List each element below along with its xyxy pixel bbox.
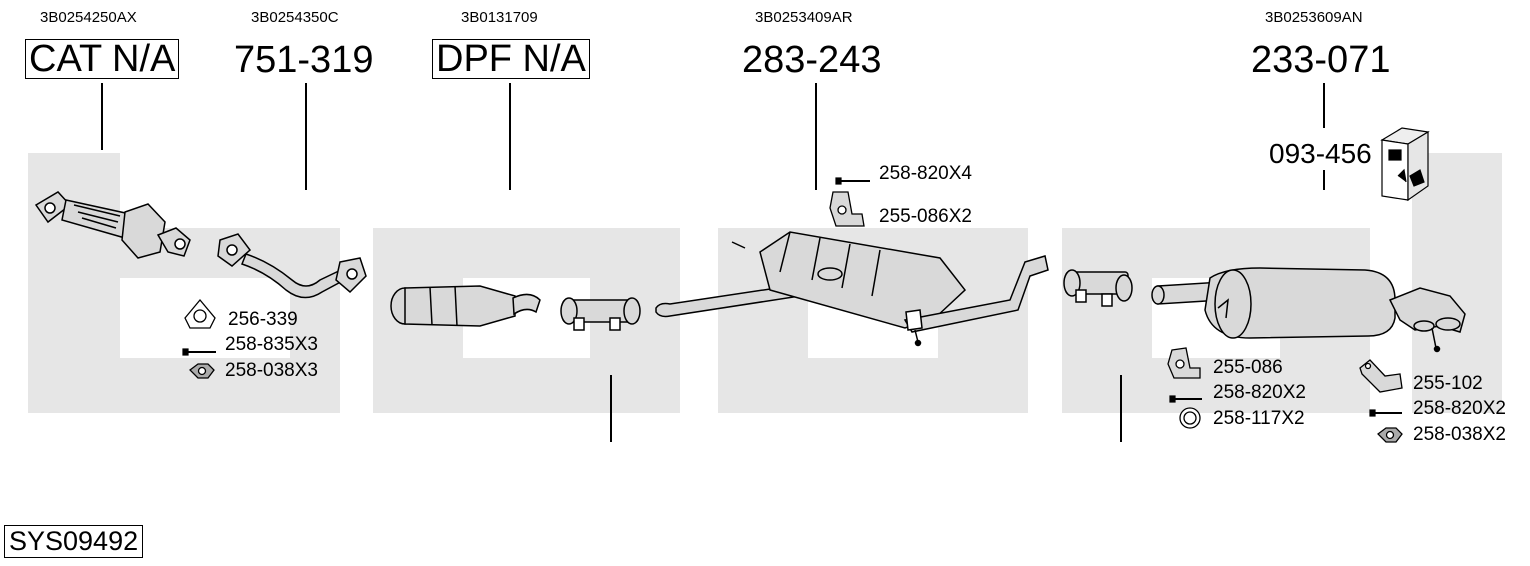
bolt-icon [182,348,216,356]
rubber-hanger-icon [829,191,865,227]
fitting-label[interactable]: 258-038X3 [225,360,318,381]
part-number-boxed[interactable]: CAT N/A [25,39,180,79]
dpf-drawing [390,285,541,327]
fitting-label[interactable]: 258-038X2 [1413,424,1506,445]
fitting-label[interactable]: 255-086X2 [879,206,972,227]
accessory-box-drawing [1380,127,1430,202]
part-number[interactable]: 233-071 [1251,39,1391,81]
rubber-hanger-icon [1167,347,1201,379]
fitting-label[interactable]: 258-820X2 [1413,398,1506,419]
oem-number: 3B0253409AR [755,9,853,26]
oem-number: 3B0254250AX [40,9,137,26]
part-number[interactable]: 751-319 [234,39,374,81]
fitting-label[interactable]: 258-820X2 [1213,382,1306,403]
fitting-label[interactable]: 255-086 [1213,357,1283,378]
fitting-label[interactable]: 258-835X3 [225,334,318,355]
part-number[interactable]: 283-243 [742,39,882,81]
clamp-drawing [560,297,641,331]
gasket-icon [184,298,216,329]
bolt-icon [835,177,870,185]
bracket-icon [1359,359,1403,393]
oem-number: 3B0253609AN [1265,9,1363,26]
nut-icon [189,363,215,379]
catalytic-converter-drawing [34,191,191,259]
part-number-boxed[interactable]: DPF N/A [432,39,590,79]
oem-number: 3B0131709 [461,9,538,26]
leader-lines [101,83,1325,442]
bolt-icon [1169,395,1202,403]
nut-icon [1377,427,1403,443]
fitting-label[interactable]: 256-339 [228,309,298,330]
fitting-label[interactable]: 258-117X2 [1213,408,1305,429]
oem-number: 3B0254350C [251,9,339,26]
front-pipe-drawing [217,233,367,299]
ring-icon [1179,407,1201,429]
clamp-drawing-rear [1063,269,1133,307]
bolt-icon [1369,409,1402,417]
fitting-label[interactable]: 258-820X4 [879,163,972,184]
middle-silencer-drawing [655,231,1049,347]
accessory-kit-number[interactable]: 093-456 [1269,138,1372,169]
fitting-label[interactable]: 255-102 [1413,373,1483,394]
system-code: SYS09492 [4,525,144,559]
rear-silencer-drawing [1151,267,1466,353]
